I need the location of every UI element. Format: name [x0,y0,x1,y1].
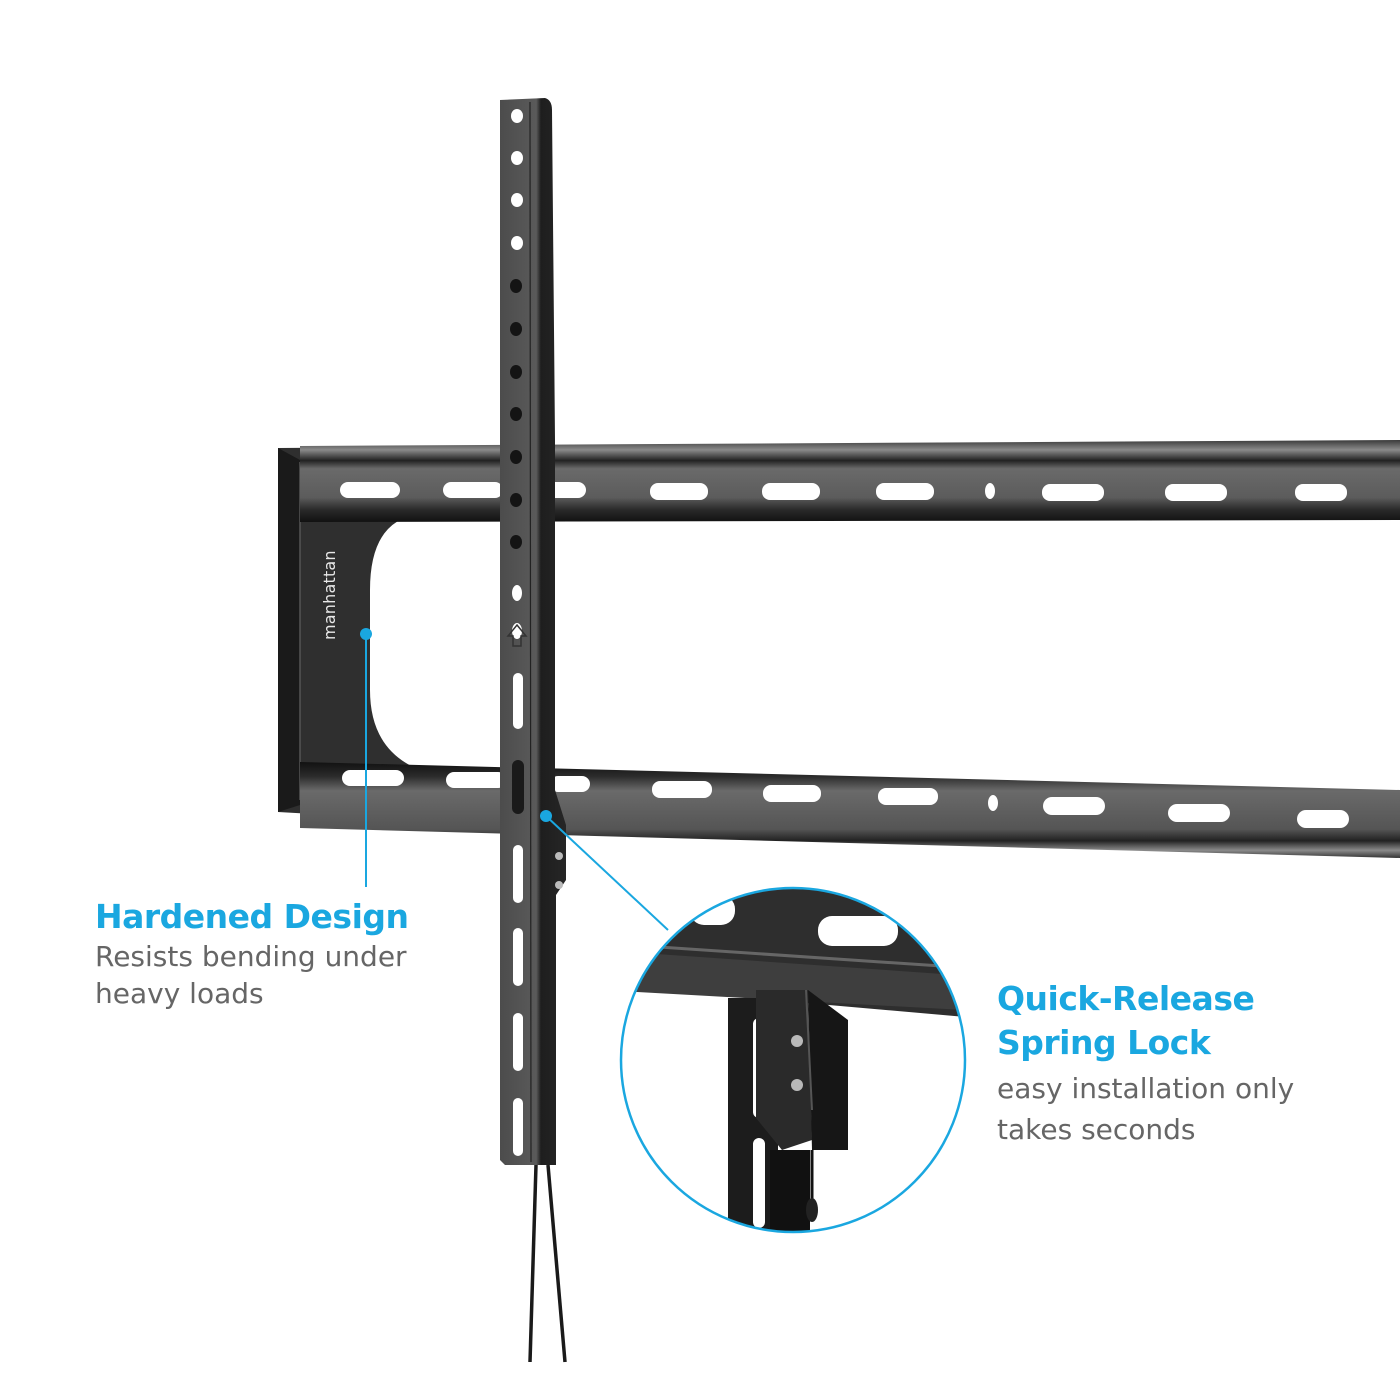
callout-dot-icon [540,810,552,822]
callout-description-line: easy installation only [997,1072,1295,1105]
pull-cord [528,1164,567,1363]
callout-quick-release-spring-lock: Quick-Release Spring Lock easy installat… [997,977,1357,1147]
vertical-arm [500,98,566,1165]
top-rail-slots [340,482,1347,501]
callout-description-line: Resists bending under [95,939,407,973]
callout-title: Hardened Design [95,897,409,936]
callout-hardened-design: Hardened Design Resists bending under he… [95,897,455,1011]
callout-description-line: heavy loads [95,976,264,1010]
bottom-rail-slots [342,770,1349,828]
callout-dot-icon [360,628,372,640]
magnified-spring-lock-view [619,886,967,1234]
top-rail [300,440,1400,522]
callout-title: Quick-Release [997,979,1255,1018]
callout-leader-spring-lock [540,810,669,931]
up-arrow-icon [506,623,528,647]
callout-leader-hardened [360,628,372,887]
callout-description-line: takes seconds [997,1113,1196,1146]
callout-title: Spring Lock [997,1023,1211,1062]
brand-logo: manhattan [320,550,339,640]
brand-logo-text: manhattan [320,550,339,640]
